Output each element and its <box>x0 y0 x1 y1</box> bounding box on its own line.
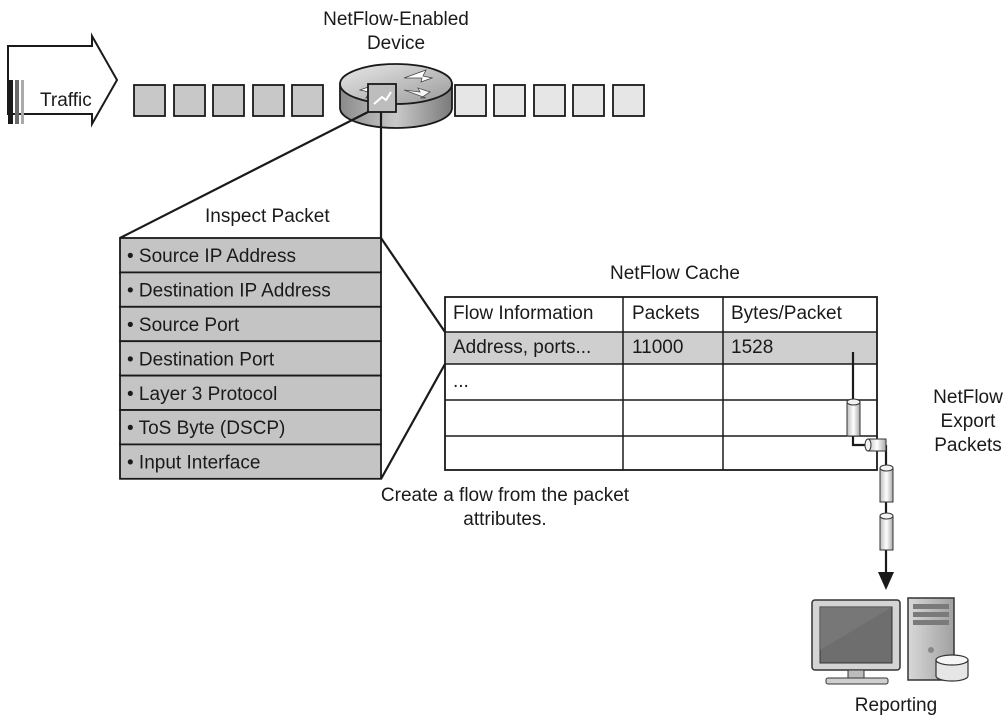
inspect-field-label: • Destination IP Address <box>127 281 331 302</box>
export-packet-icon <box>864 438 887 452</box>
incoming-packet <box>252 84 285 117</box>
outgoing-packet <box>533 84 566 117</box>
outgoing-packet <box>454 84 487 117</box>
inspect-field-row: • Destination IP Address <box>119 271 382 308</box>
cache-cell-ellipsis: ... <box>453 371 469 392</box>
export-label-line1: NetFlow <box>933 387 1003 408</box>
cache-header-flow-information: Flow Information <box>453 303 594 324</box>
incoming-packet <box>212 84 245 117</box>
inspect-field-row: • Input Interface <box>119 443 382 480</box>
inspect-field-row: • Source IP Address <box>119 237 382 274</box>
export-path <box>846 352 894 590</box>
cache-header-packets: Packets <box>632 303 700 324</box>
cache-cell-packets: 11000 <box>632 337 684 358</box>
export-label: NetFlow Export Packets <box>930 386 1006 458</box>
incoming-packet <box>133 84 166 117</box>
cache-cell-bytes-per-packet: 1528 <box>731 337 774 358</box>
reporting-label: Reporting <box>854 695 938 716</box>
inspect-field-row: • Layer 3 Protocol <box>119 374 382 411</box>
inspect-field-row: • ToS Byte (DSCP) <box>119 409 382 446</box>
export-label-line3: Packets <box>934 435 1002 456</box>
cache-caption-line2: attributes. <box>463 509 547 530</box>
device-label-line1: NetFlow-Enabled <box>323 9 469 30</box>
inspect-field-label: • Source IP Address <box>127 246 296 267</box>
device-label: NetFlow-Enabled Device <box>306 8 486 56</box>
export-label-line2: Export <box>940 411 996 432</box>
outgoing-packet <box>493 84 526 117</box>
inspect-field-row: • Destination Port <box>119 340 382 377</box>
incoming-packet <box>291 84 324 117</box>
device-label-line2: Device <box>366 33 426 54</box>
outgoing-packet <box>612 84 645 117</box>
inspect-field-label: • Layer 3 Protocol <box>127 384 277 405</box>
outgoing-packets <box>454 84 645 117</box>
netflow-cache-title: NetFlow Cache <box>610 263 740 284</box>
inspect-field-label: • Source Port <box>127 315 240 336</box>
cache-header-bytes-per-packet: Bytes/Packet <box>731 303 842 324</box>
inspect-field-label: • Input Interface <box>127 453 260 474</box>
cache-caption-line1: Create a flow from the packet <box>380 485 630 506</box>
inspect-field-label: • Destination Port <box>127 349 275 370</box>
incoming-packets <box>133 84 324 117</box>
export-packet-icon <box>879 464 894 503</box>
traffic-arrow <box>7 32 119 128</box>
inspect-field-row: • Source Port <box>119 305 382 343</box>
export-packet-icon <box>846 398 861 437</box>
outgoing-packet <box>572 84 605 117</box>
router-icon <box>339 63 453 129</box>
export-packet-icon <box>879 512 894 551</box>
reporting-workstation-icon <box>811 597 969 685</box>
netflow-cache-table <box>444 296 878 471</box>
cache-cell-flow-information: Address, ports... <box>453 337 592 358</box>
cache-caption: Create a flow from the packet attributes… <box>380 484 630 532</box>
incoming-packet <box>173 84 206 117</box>
traffic-label: Traffic <box>40 90 92 111</box>
inspect-field-list: • Source IP Address • Destination IP Addr… <box>119 237 382 480</box>
inspect-field-label: • ToS Byte (DSCP) <box>127 418 285 439</box>
inspect-packet-title: Inspect Packet <box>205 206 330 227</box>
